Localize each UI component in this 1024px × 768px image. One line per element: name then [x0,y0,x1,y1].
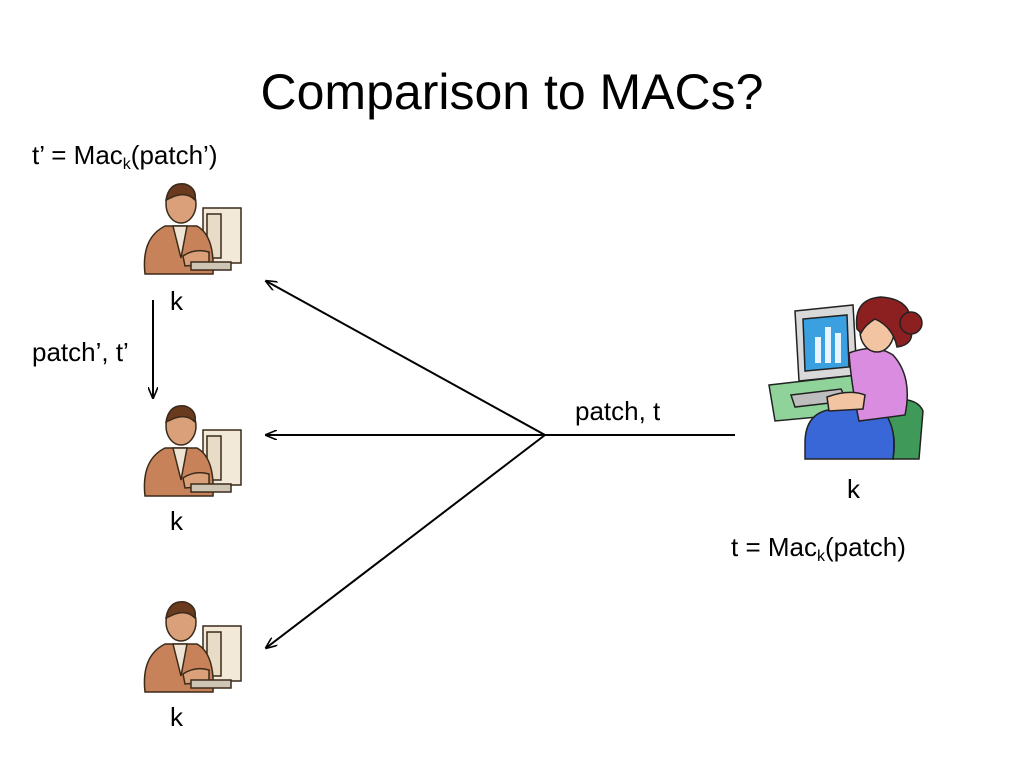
receiver-formula-lhs: t’ = Mac [32,140,123,170]
receiver-1-key-label: k [170,286,183,316]
sender-formula-lhs: t = Mac [731,532,817,562]
sender-formula-subscript: k [816,548,825,565]
receiver-2-key-label: k [170,506,183,536]
receiver-formula-rhs: (patch’) [130,140,218,170]
sender-key-label: k [847,474,860,504]
receiver-3-key-label: k [170,702,183,732]
arrow-to-receiver-1 [266,281,546,436]
broadcast-label: patch, t [575,396,661,426]
woman-at-computer-icon [768,296,924,460]
man-at-computer-icon [143,601,242,693]
man-at-computer-icon [143,183,242,275]
forward-label: patch’, t’ [32,337,129,367]
sender-formula-rhs: (patch) [824,532,906,562]
page-title: Comparison to MACs? [260,64,764,120]
sender-formula: t = Mack(patch) [731,532,906,565]
arrow-to-receiver-3 [266,434,546,648]
receiver-formula: t’ = Mack(patch’) [32,140,218,173]
receiver-formula-subscript: k [122,156,131,173]
man-at-computer-icon [143,405,242,497]
